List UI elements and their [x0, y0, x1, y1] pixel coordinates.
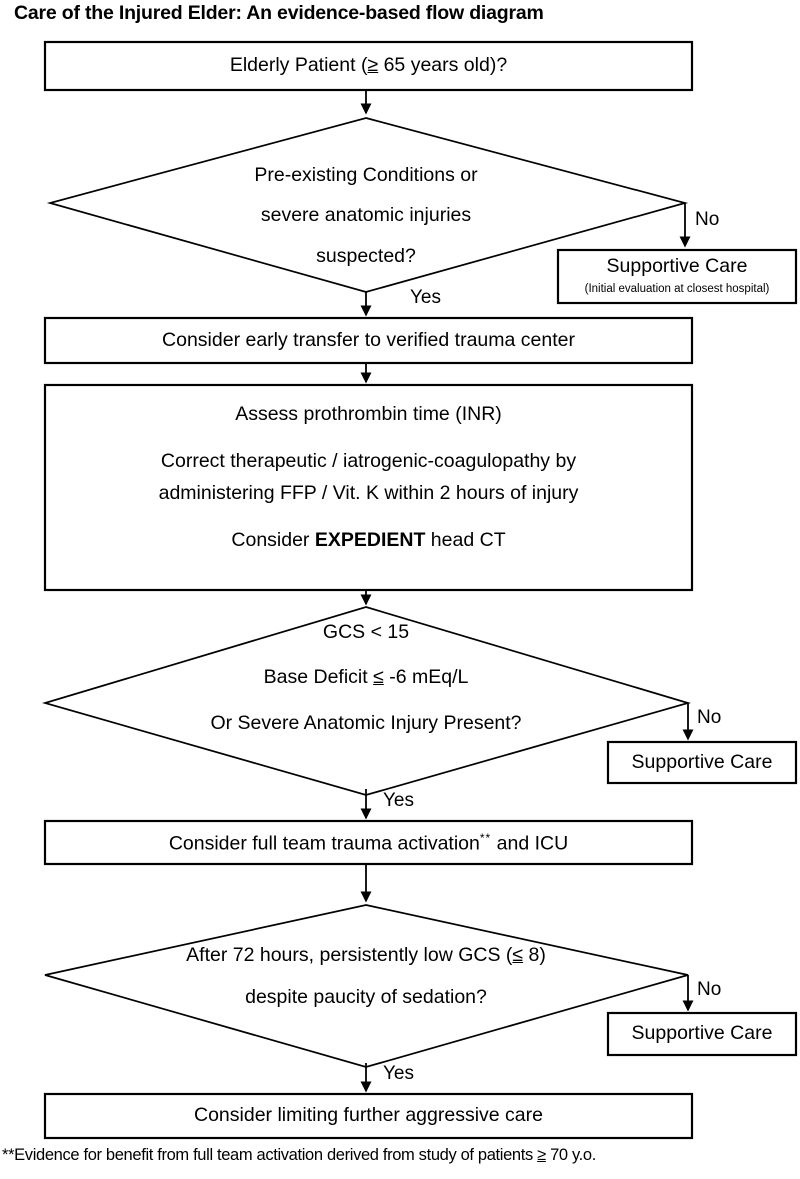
node-full-team-activation: [43, 819, 694, 866]
node-decision-preexisting-label: Pre-existing Conditions or severe anatom…: [146, 164, 586, 267]
node-supportive-care-3: [606, 1011, 798, 1057]
decision-72h-line1: After 72 hours, persistently low GCS (≤ …: [106, 945, 626, 965]
decision-gcs-line2: Base Deficit ≤ -6 mEq/L: [116, 667, 616, 687]
node-supportive-care-2-title: Supportive Care: [631, 751, 773, 773]
node-full-team-activation-label: Consider full team trauma activation** a…: [45, 832, 692, 854]
decision-72h-line1-prefix: After 72 hours, persistently low GCS (: [186, 944, 513, 966]
node-elderly-patient-label: Elderly Patient (≥ 65 years old)?: [45, 55, 692, 75]
node-early-transfer: [43, 316, 694, 365]
node-assess-block-label: Assess prothrombin time (INR) Correct th…: [45, 404, 692, 551]
node-limiting-care: [43, 1092, 694, 1140]
footnote-marker: **: [2, 1146, 15, 1164]
less-equal-symbol-gcs: ≤: [373, 666, 384, 689]
edge-label-yes-2: Yes: [383, 790, 414, 811]
decision-gcs-line2-suffix: -6 mEq/L: [383, 666, 469, 689]
decision-72h-line2: despite paucity of sedation?: [245, 986, 487, 1009]
assess-line3: administering FFP / Vit. K within 2 hour…: [158, 481, 579, 504]
footnote-superscript-marker: **: [479, 831, 492, 845]
edge-label-yes-3: Yes: [383, 1063, 414, 1084]
assess-line2: Correct therapeutic / iatrogenic-coagulo…: [160, 450, 577, 473]
node-limiting-care-label: Consider limiting further aggressive car…: [194, 1104, 543, 1126]
node-decision-gcs-label: GCS < 15 Base Deficit ≤ -6 mEq/L Or Seve…: [116, 621, 616, 734]
decision-gcs-line3: Or Severe Anatomic Injury Present?: [210, 711, 522, 734]
greater-equal-symbol: ≥: [367, 54, 379, 76]
figure-footnote: **Evidence for benefit from full team ac…: [2, 1146, 800, 1165]
decision-preexisting-line2: severe anatomic injuries: [260, 204, 472, 227]
full-team-text-b: and ICU: [491, 832, 569, 855]
assess-line4-suffix: head CT: [425, 529, 506, 552]
full-team-text-a: Consider full team trauma activation: [168, 832, 480, 855]
node-supportive-care-1-subtitle: (Initial evaluation at closest hospital): [584, 283, 770, 295]
footnote-text-a: Evidence for benefit from full team acti…: [14, 1146, 538, 1164]
decision-preexisting-line3: suspected?: [316, 244, 416, 267]
node-supportive-care-3-title: Supportive Care: [631, 1022, 773, 1044]
node-supportive-care-1: [556, 248, 798, 305]
decision-preexisting-line1: Pre-existing Conditions or: [254, 164, 478, 186]
decision-gcs-line2-prefix: Base Deficit: [263, 666, 374, 689]
elderly-patient-text-b: 65 years old)?: [378, 54, 508, 76]
footnote-greater-equal-symbol: ≥: [537, 1146, 546, 1164]
node-supportive-care-2: [606, 740, 798, 785]
node-decision-72h-label: After 72 hours, persistently low GCS (≤ …: [106, 918, 626, 1008]
assess-line4-prefix: Consider: [231, 529, 315, 552]
footnote-text-b: 70 y.o.: [545, 1146, 596, 1164]
node-early-transfer-label: Consider early transfer to verified trau…: [162, 329, 575, 351]
decision-72h-line1-suffix: 8): [523, 944, 546, 966]
edge-label-no-2: No: [697, 707, 722, 728]
node-assess-block: [43, 383, 694, 592]
elderly-patient-text-a: Elderly Patient (: [229, 54, 368, 76]
decision-gcs-line1: GCS < 15: [322, 621, 410, 643]
edge-label-no-1: No: [695, 209, 720, 230]
less-equal-symbol-72h: ≤: [512, 944, 524, 966]
page-title: Care of the Injured Elder: An evidence-b…: [14, 2, 544, 24]
node-elderly-patient: [43, 40, 694, 92]
assess-expedient-emphasis: EXPEDIENT: [314, 529, 426, 552]
edge-label-yes-1: Yes: [410, 287, 441, 308]
assess-line4: Consider EXPEDIENT head CT: [45, 530, 692, 550]
assess-line1: Assess prothrombin time (INR): [235, 403, 502, 425]
node-supportive-care-1-title: Supportive Care: [606, 255, 748, 277]
edge-label-no-3: No: [697, 979, 722, 1000]
